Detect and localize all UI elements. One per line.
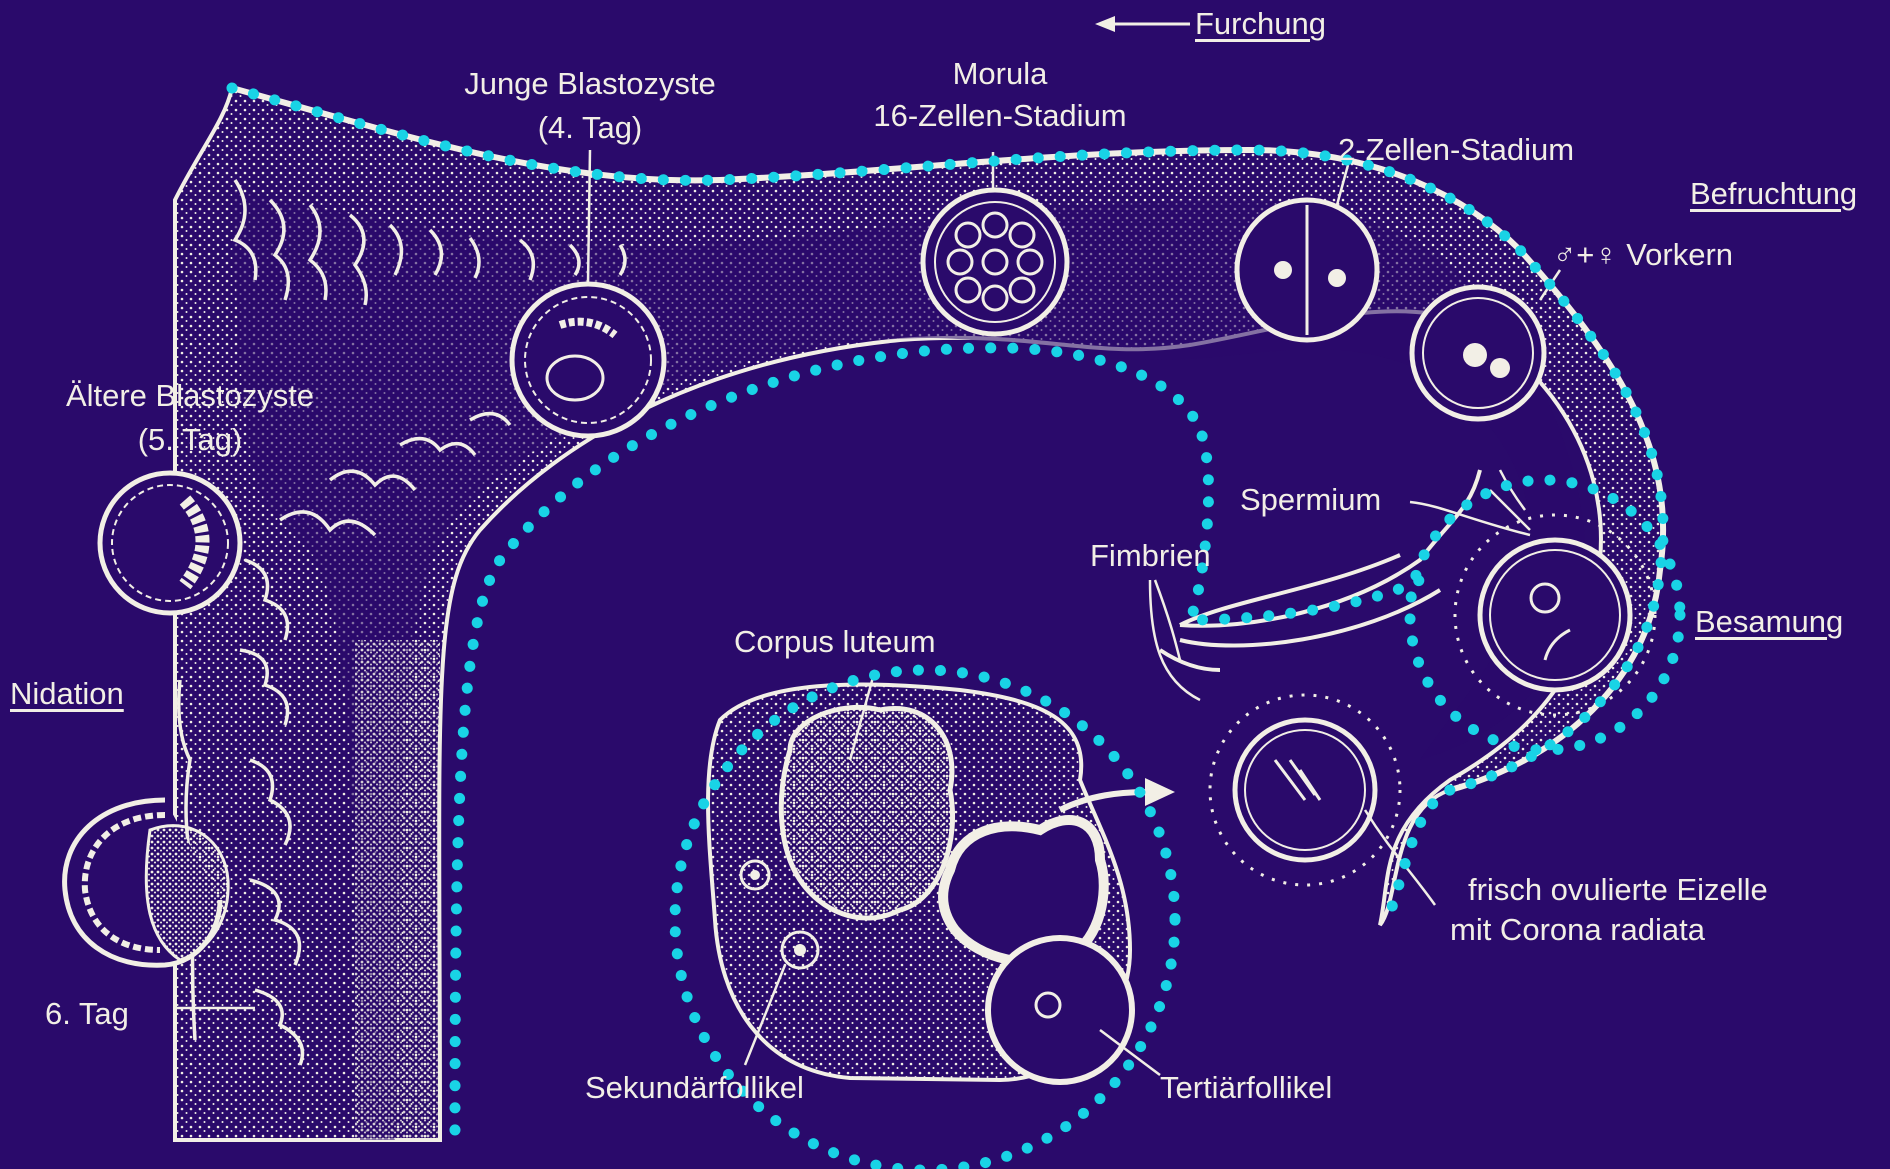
two-cell-embryo — [1237, 200, 1377, 340]
older-blastocyst — [100, 473, 240, 613]
label-morula-stadium: 16-Zellen-Stadium — [830, 98, 1170, 134]
corpus-luteum-shape — [781, 707, 952, 918]
label-sekundaerfollikel: Sekundärfollikel — [585, 1070, 804, 1106]
label-junge-blastozyste-tag: (4. Tag) — [420, 110, 760, 146]
label-eizelle-corona: mit Corona radiata — [1450, 912, 1705, 948]
label-morula: Morula — [840, 56, 1160, 92]
label-junge-blastozyste: Junge Blastozyste — [420, 66, 760, 102]
label-eizelle: frisch ovulierte Eizelle — [1468, 872, 1768, 908]
label-besamung: Besamung — [1695, 604, 1843, 640]
label-befruchtung: Befruchtung — [1690, 176, 1857, 212]
young-blastocyst — [512, 284, 664, 436]
morula-embryo — [923, 190, 1067, 334]
label-aeltere-blastozyste-tag: (5. Tag) — [20, 422, 360, 458]
label-corpus-luteum: Corpus luteum — [734, 624, 936, 660]
label-vorkern: ♂+♀ Vorkern — [1553, 237, 1733, 273]
furchung-arrow — [1095, 16, 1190, 32]
label-aeltere-blastozyste: Ältere Blastozyste — [20, 378, 360, 414]
ovulated-egg — [1210, 695, 1400, 885]
ovary — [708, 684, 1132, 1082]
label-fimbrien: Fimbrien — [1090, 538, 1211, 574]
label-sechster-tag: 6. Tag — [45, 996, 129, 1032]
label-furchung: Furchung — [1195, 6, 1326, 42]
myometrium-stipple — [355, 640, 440, 1140]
label-zwei-zellen-stadium: 2-Zellen-Stadium — [1338, 132, 1574, 168]
pronucleus-zygote — [1412, 287, 1544, 419]
label-tertiaerfollikel: Tertiärfollikel — [1160, 1070, 1332, 1106]
label-spermium: Spermium — [1240, 482, 1381, 518]
label-nidation: Nidation — [10, 676, 124, 712]
